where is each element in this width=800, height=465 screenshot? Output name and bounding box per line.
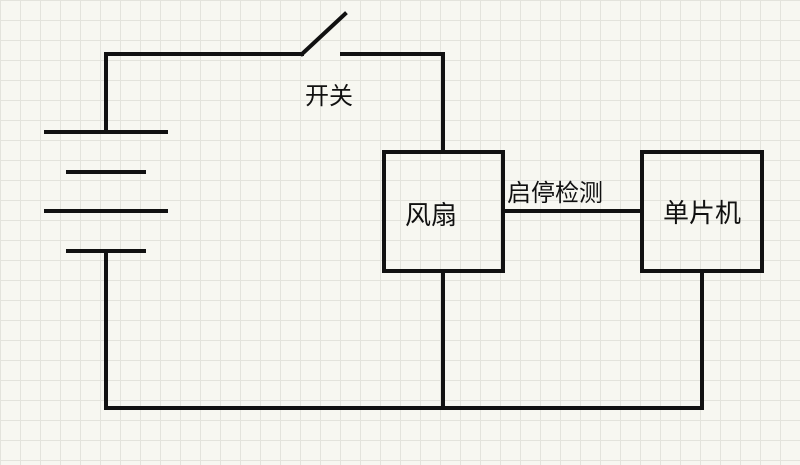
fan-box (382, 150, 505, 273)
signal-label: 启停检测 (507, 179, 603, 207)
wire-top-right (340, 52, 445, 154)
switch-label: 开关 (305, 82, 353, 110)
switch-lever (299, 11, 348, 57)
mcu-box (640, 150, 764, 273)
fan-label: 风扇 (405, 201, 458, 231)
wire-top-left (104, 52, 304, 134)
mcu-label: 单片机 (663, 199, 742, 229)
wire-bottom (104, 249, 704, 410)
